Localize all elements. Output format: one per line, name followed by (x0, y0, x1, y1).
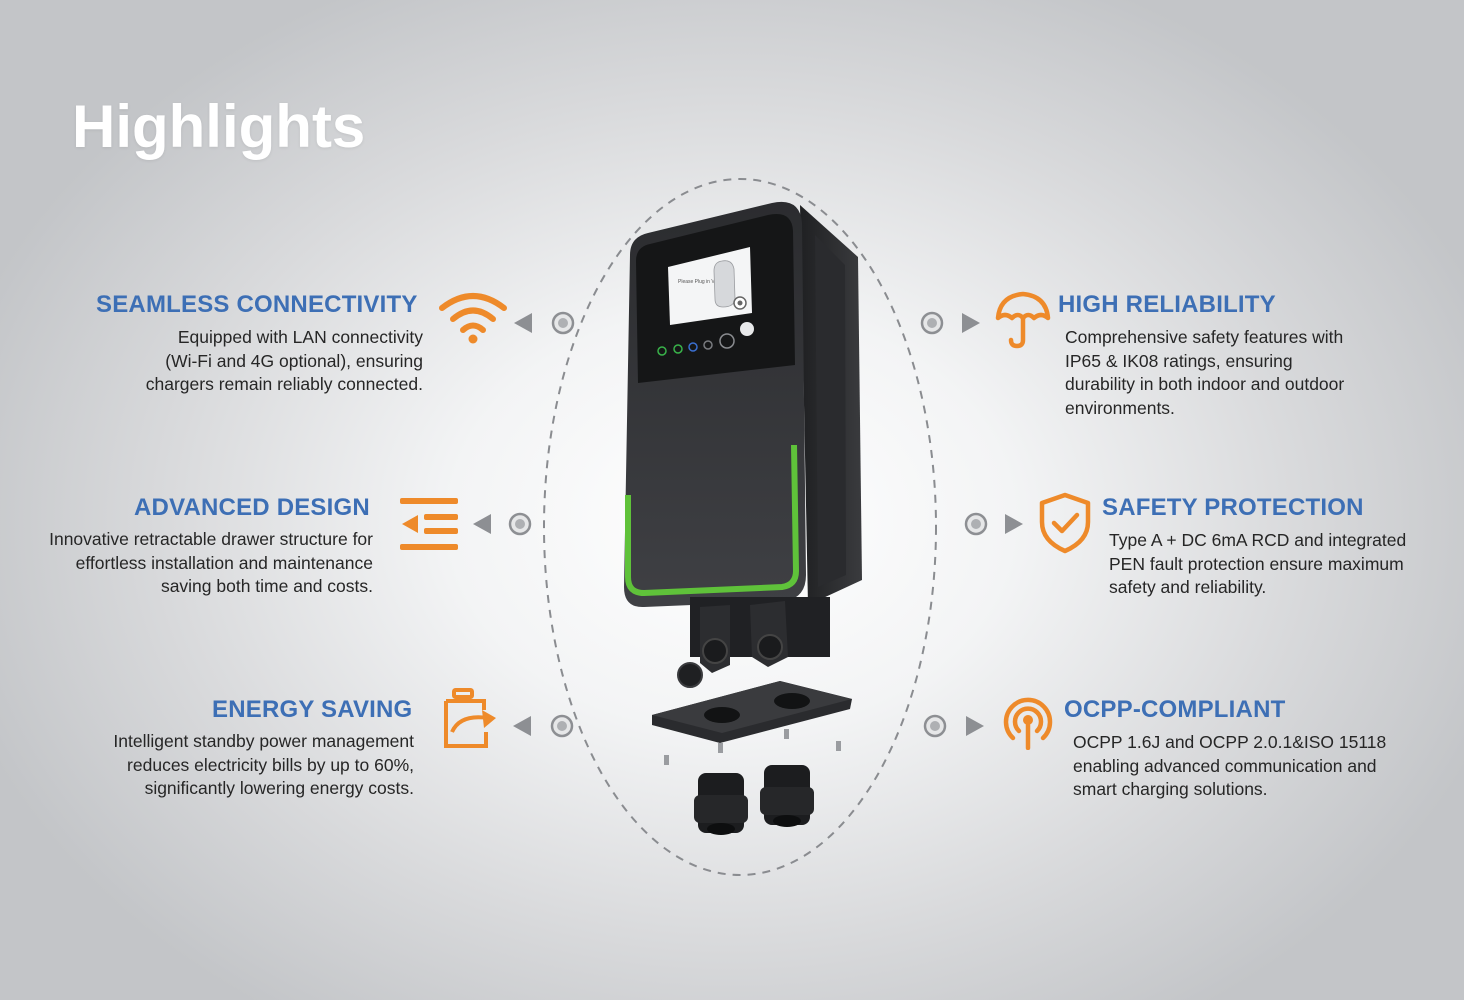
umbrella-icon (994, 290, 1052, 350)
arrow-right-icon (1005, 514, 1023, 534)
shield-check-icon (1038, 492, 1092, 554)
feature-description-seamless-connectivity: Equipped with LAN connectivity (Wi-Fi an… (145, 327, 423, 394)
battery-cycle-icon (440, 688, 500, 752)
feature-description-advanced-design: Innovative retractable drawer structure … (49, 529, 373, 596)
drawer-icon (398, 495, 462, 553)
ellipse-marker-dot (920, 311, 944, 335)
ellipse-marker-dot (964, 512, 988, 536)
feature-heading-safety-protection: SAFETY PROTECTION (1102, 494, 1364, 521)
arrow-right-icon (962, 313, 980, 333)
feature-description-energy-saving: Intelligent standby power management red… (113, 731, 414, 798)
ellipse-marker-dot (923, 714, 947, 738)
feature-description-ocpp-compliant: OCPP 1.6J and OCPP 2.0.1&ISO 15118 enabl… (1073, 732, 1387, 799)
arrow-left-icon (473, 514, 491, 534)
feature-heading-advanced-design: ADVANCED DESIGN (134, 494, 370, 521)
ellipse-marker-dot (508, 512, 532, 536)
feature-heading-seamless-connectivity: SEAMLESS CONNECTIVITY (96, 291, 418, 318)
ev-charger-illustration: Please Plug in Vehicle (624, 201, 862, 835)
feature-heading-energy-saving: ENERGY SAVING (212, 696, 413, 723)
ellipse-marker-dot (550, 714, 574, 738)
ellipse-marker-dot (551, 311, 575, 335)
svg-text:Please Plug in Vehicle: Please Plug in Vehicle (678, 279, 728, 285)
arrow-left-icon (513, 716, 531, 736)
wifi-icon (438, 290, 508, 346)
page-title: Highlights (72, 93, 366, 160)
signal-tower-icon (999, 692, 1057, 750)
feature-heading-ocpp-compliant: OCPP-COMPLIANT (1064, 696, 1286, 723)
feature-description-safety-protection: Type A + DC 6mA RCD and integrated PEN f… (1109, 530, 1407, 597)
arrow-left-icon (514, 313, 532, 333)
feature-heading-high-reliability: HIGH RELIABILITY (1058, 291, 1276, 318)
dashed-ellipse-outline (543, 178, 937, 876)
feature-description-high-reliability: Comprehensive safety features with IP65 … (1065, 327, 1345, 418)
arrow-right-icon (966, 716, 984, 736)
